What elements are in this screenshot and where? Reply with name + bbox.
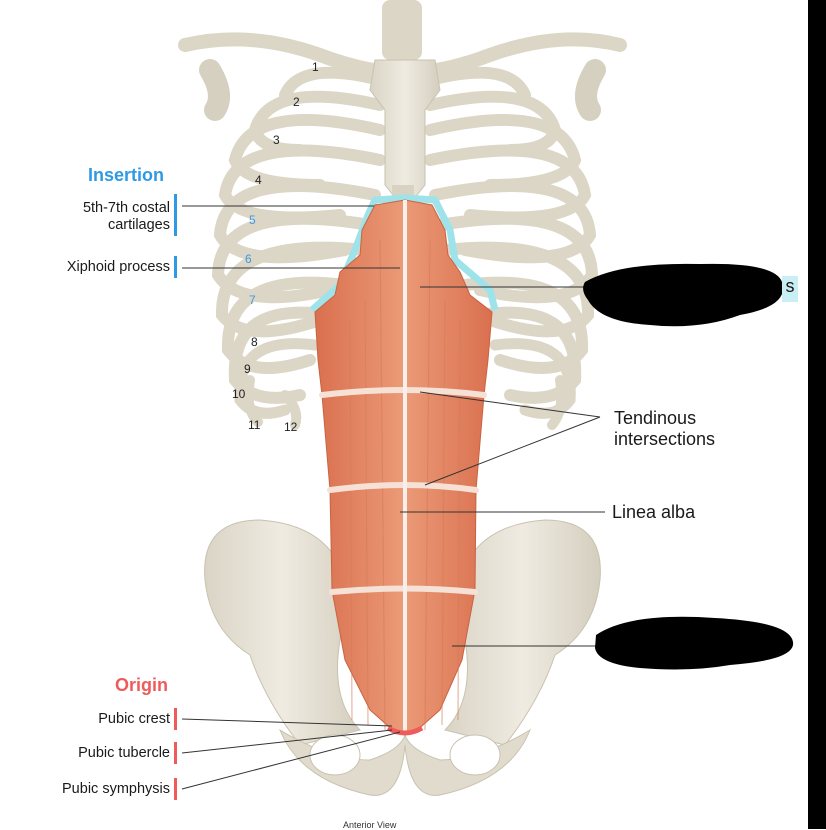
rib-number-6: 6 bbox=[245, 252, 252, 266]
origin-highlight bbox=[386, 725, 424, 736]
rib-number-4: 4 bbox=[255, 173, 262, 187]
cervical-spine bbox=[382, 0, 422, 60]
view-caption: Anterior View bbox=[343, 820, 397, 830]
rib-number-10: 10 bbox=[232, 387, 246, 401]
linea-alba-label: Linea alba bbox=[612, 502, 696, 522]
tendinous-line1: Tendinous bbox=[614, 408, 697, 428]
costal-cartilages-line2: cartilages bbox=[107, 217, 170, 233]
costal-cartilages-label: 5th-7th costal cartilages bbox=[54, 200, 170, 234]
origin-bar-pubic-symphysis bbox=[174, 778, 177, 800]
tendinous-line2: intersections bbox=[614, 429, 716, 449]
pubic-crest-label: Pubic crest bbox=[98, 711, 170, 727]
tendinous-intersections-label: Tendinous intersections bbox=[614, 408, 715, 450]
lower-right-label-redacted bbox=[595, 616, 794, 670]
origin-bar-pubic-tubercle bbox=[174, 742, 177, 764]
xiphoid-process-label: Xiphoid process bbox=[66, 259, 170, 275]
rib-number-2: 2 bbox=[293, 95, 300, 109]
leader-lines bbox=[181, 205, 605, 790]
ribcage bbox=[178, 32, 627, 430]
rib-number-8: 8 bbox=[251, 335, 258, 349]
origin-heading: Origin bbox=[115, 675, 168, 695]
origin-bar-pubic-crest bbox=[174, 708, 177, 730]
rib-number-7: 7 bbox=[249, 293, 256, 307]
pelvis bbox=[204, 519, 601, 796]
insertion-bar-xiphoid bbox=[174, 256, 177, 278]
insertion-bar-costal bbox=[174, 194, 177, 236]
top-right-label-redacted bbox=[583, 263, 784, 327]
insertion-heading: Insertion bbox=[88, 165, 165, 185]
insertion-cartilage-highlight bbox=[309, 194, 499, 313]
rib-number-1: 1 bbox=[312, 60, 319, 74]
rib-number-11: 11 bbox=[248, 418, 261, 432]
pubic-symphysis-label: Pubic symphysis bbox=[62, 781, 170, 797]
rib-number-3: 3 bbox=[273, 133, 280, 147]
rib-number-9: 9 bbox=[244, 362, 251, 376]
costal-cartilages-line1: 5th-7th costal bbox=[82, 200, 170, 216]
rib-number-5: 5 bbox=[249, 213, 256, 227]
partial-label-fragment: s bbox=[782, 276, 798, 302]
right-edge-bar bbox=[808, 0, 826, 829]
rib-number-12: 12 bbox=[284, 420, 298, 434]
pubic-tubercle-label: Pubic tubercle bbox=[78, 745, 170, 761]
